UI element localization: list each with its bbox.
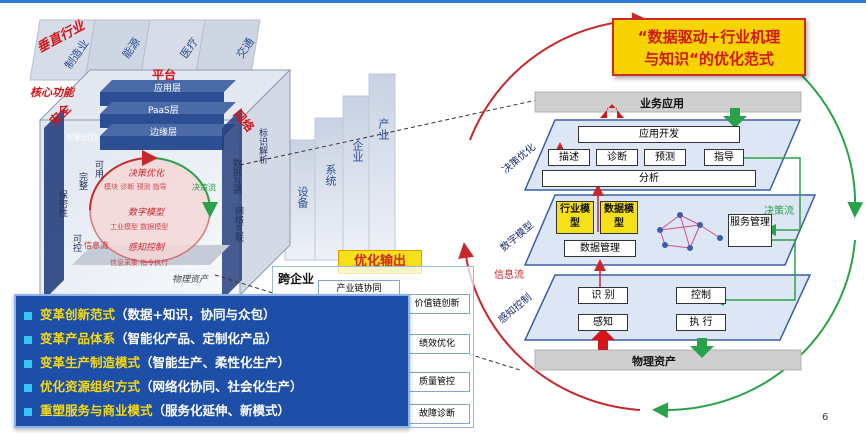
data-mgmt-box: 数据管理 [564,240,636,257]
layer-edge: 边缘层 [150,128,178,138]
security-item-recognition: 智能识别 [66,133,98,142]
security-item-available: 可用 [93,160,103,178]
industry-model-box: 行业模型 [556,201,594,234]
network-item-interconnect: 网络互联 [233,206,243,242]
decision-flow-label: 决策流 [764,206,794,217]
bullet-square-icon [24,407,32,416]
core-function-label: 核心功能 [30,86,74,99]
decision-guide: 指导 [704,149,744,166]
security-item-integrity: 完整 [77,172,87,190]
bullet-5: 重塑服务与商业模式（服务化延伸、新模式） [24,400,290,420]
data-model-box: 数据模型 [600,201,638,234]
platform-cube [38,68,292,300]
banner-line-2: 与知识“的优化范式 [644,50,774,68]
app-dev-box: 应用开发 [578,126,740,143]
cycle-models: 工业模型 数据模型 [110,223,169,231]
cycle-decision: 决策优化 [128,169,165,179]
physical-asset-left: 物理资产 [172,275,209,285]
decision-predict: 预测 [644,149,686,166]
bullet-1: 变革创新范式（数据+知识，协同与众包） [24,304,276,324]
layer-app: 应用层 [154,84,182,94]
bullet-square-icon [24,335,32,344]
perception-execute: 执 行 [676,314,726,331]
info-flow-label: 信息流 [494,270,524,281]
page-number: 6 [822,412,829,423]
layer-paas: PaaS层 [148,106,179,116]
service-mgmt-box: 服务管理 [728,214,772,247]
cycle-info-flow: 信息流 [84,241,108,250]
security-item-controllable: 可控 [71,234,81,252]
analysis-box: 分析 [542,170,756,187]
security-item-confidential: 保密性 [57,190,67,217]
perception-control: 控制 [676,287,726,304]
step-system: 系统 [324,164,337,186]
cycle-perception: 感知控制 [128,243,165,253]
cross-enterprise-label: 跨企业 [278,272,315,286]
step-device: 设备 [296,186,309,208]
decision-diagnose: 诊断 [596,149,638,166]
paradigm-banner: “数据驱动+行业机理 与知识“的优化范式 [612,18,806,76]
banner-line-1: “数据驱动+行业机理 [637,28,781,46]
performance-box: 绩效优化 [404,334,470,354]
bullet-3: 变革生产制造模式（智能生产、柔性化生产） [24,352,290,372]
cycle-decision-items: 模块 诊断 预测 指导 [104,183,167,191]
bullet-4: 优化资源组织方式（网络化协同、社会化生产） [24,376,303,396]
bullet-square-icon [24,311,32,320]
bullet-2: 变革产品体系（智能化产品、定制化产品） [24,328,278,348]
perception-sense: 感知 [578,314,628,331]
fault-diagnosis-box: 故障诊断 [404,404,470,424]
physical-asset-bar: 物理资产 [632,355,676,368]
platform-label: 平台 [152,68,177,82]
cycle-collect: 信息采集 指令执行 [110,259,169,267]
step-enterprise: 企业 [351,140,364,162]
cycle-decision-flow: 决策流 [192,183,216,192]
network-item-data: 数据互通 [231,158,241,194]
cycle-digital-model: 数字模型 [128,208,165,218]
decision-describe: 描述 [548,149,590,166]
network-item-identity: 标识解析 [257,128,267,164]
maturity-steps [284,73,396,261]
bullet-square-icon [24,359,32,368]
step-industry: 产业 [377,118,390,140]
transformation-list: 变革创新范式（数据+知识，协同与众包） 变革产品体系（智能化产品、定制化产品） … [14,294,410,428]
quality-box: 质量管控 [404,372,470,392]
top-rule [0,0,866,3]
perception-identify: 识 别 [578,287,628,304]
business-application-bar: 业务应用 [640,97,684,110]
bullet-square-icon [24,383,32,392]
value-chain-box: 价值链创新 [404,294,470,314]
